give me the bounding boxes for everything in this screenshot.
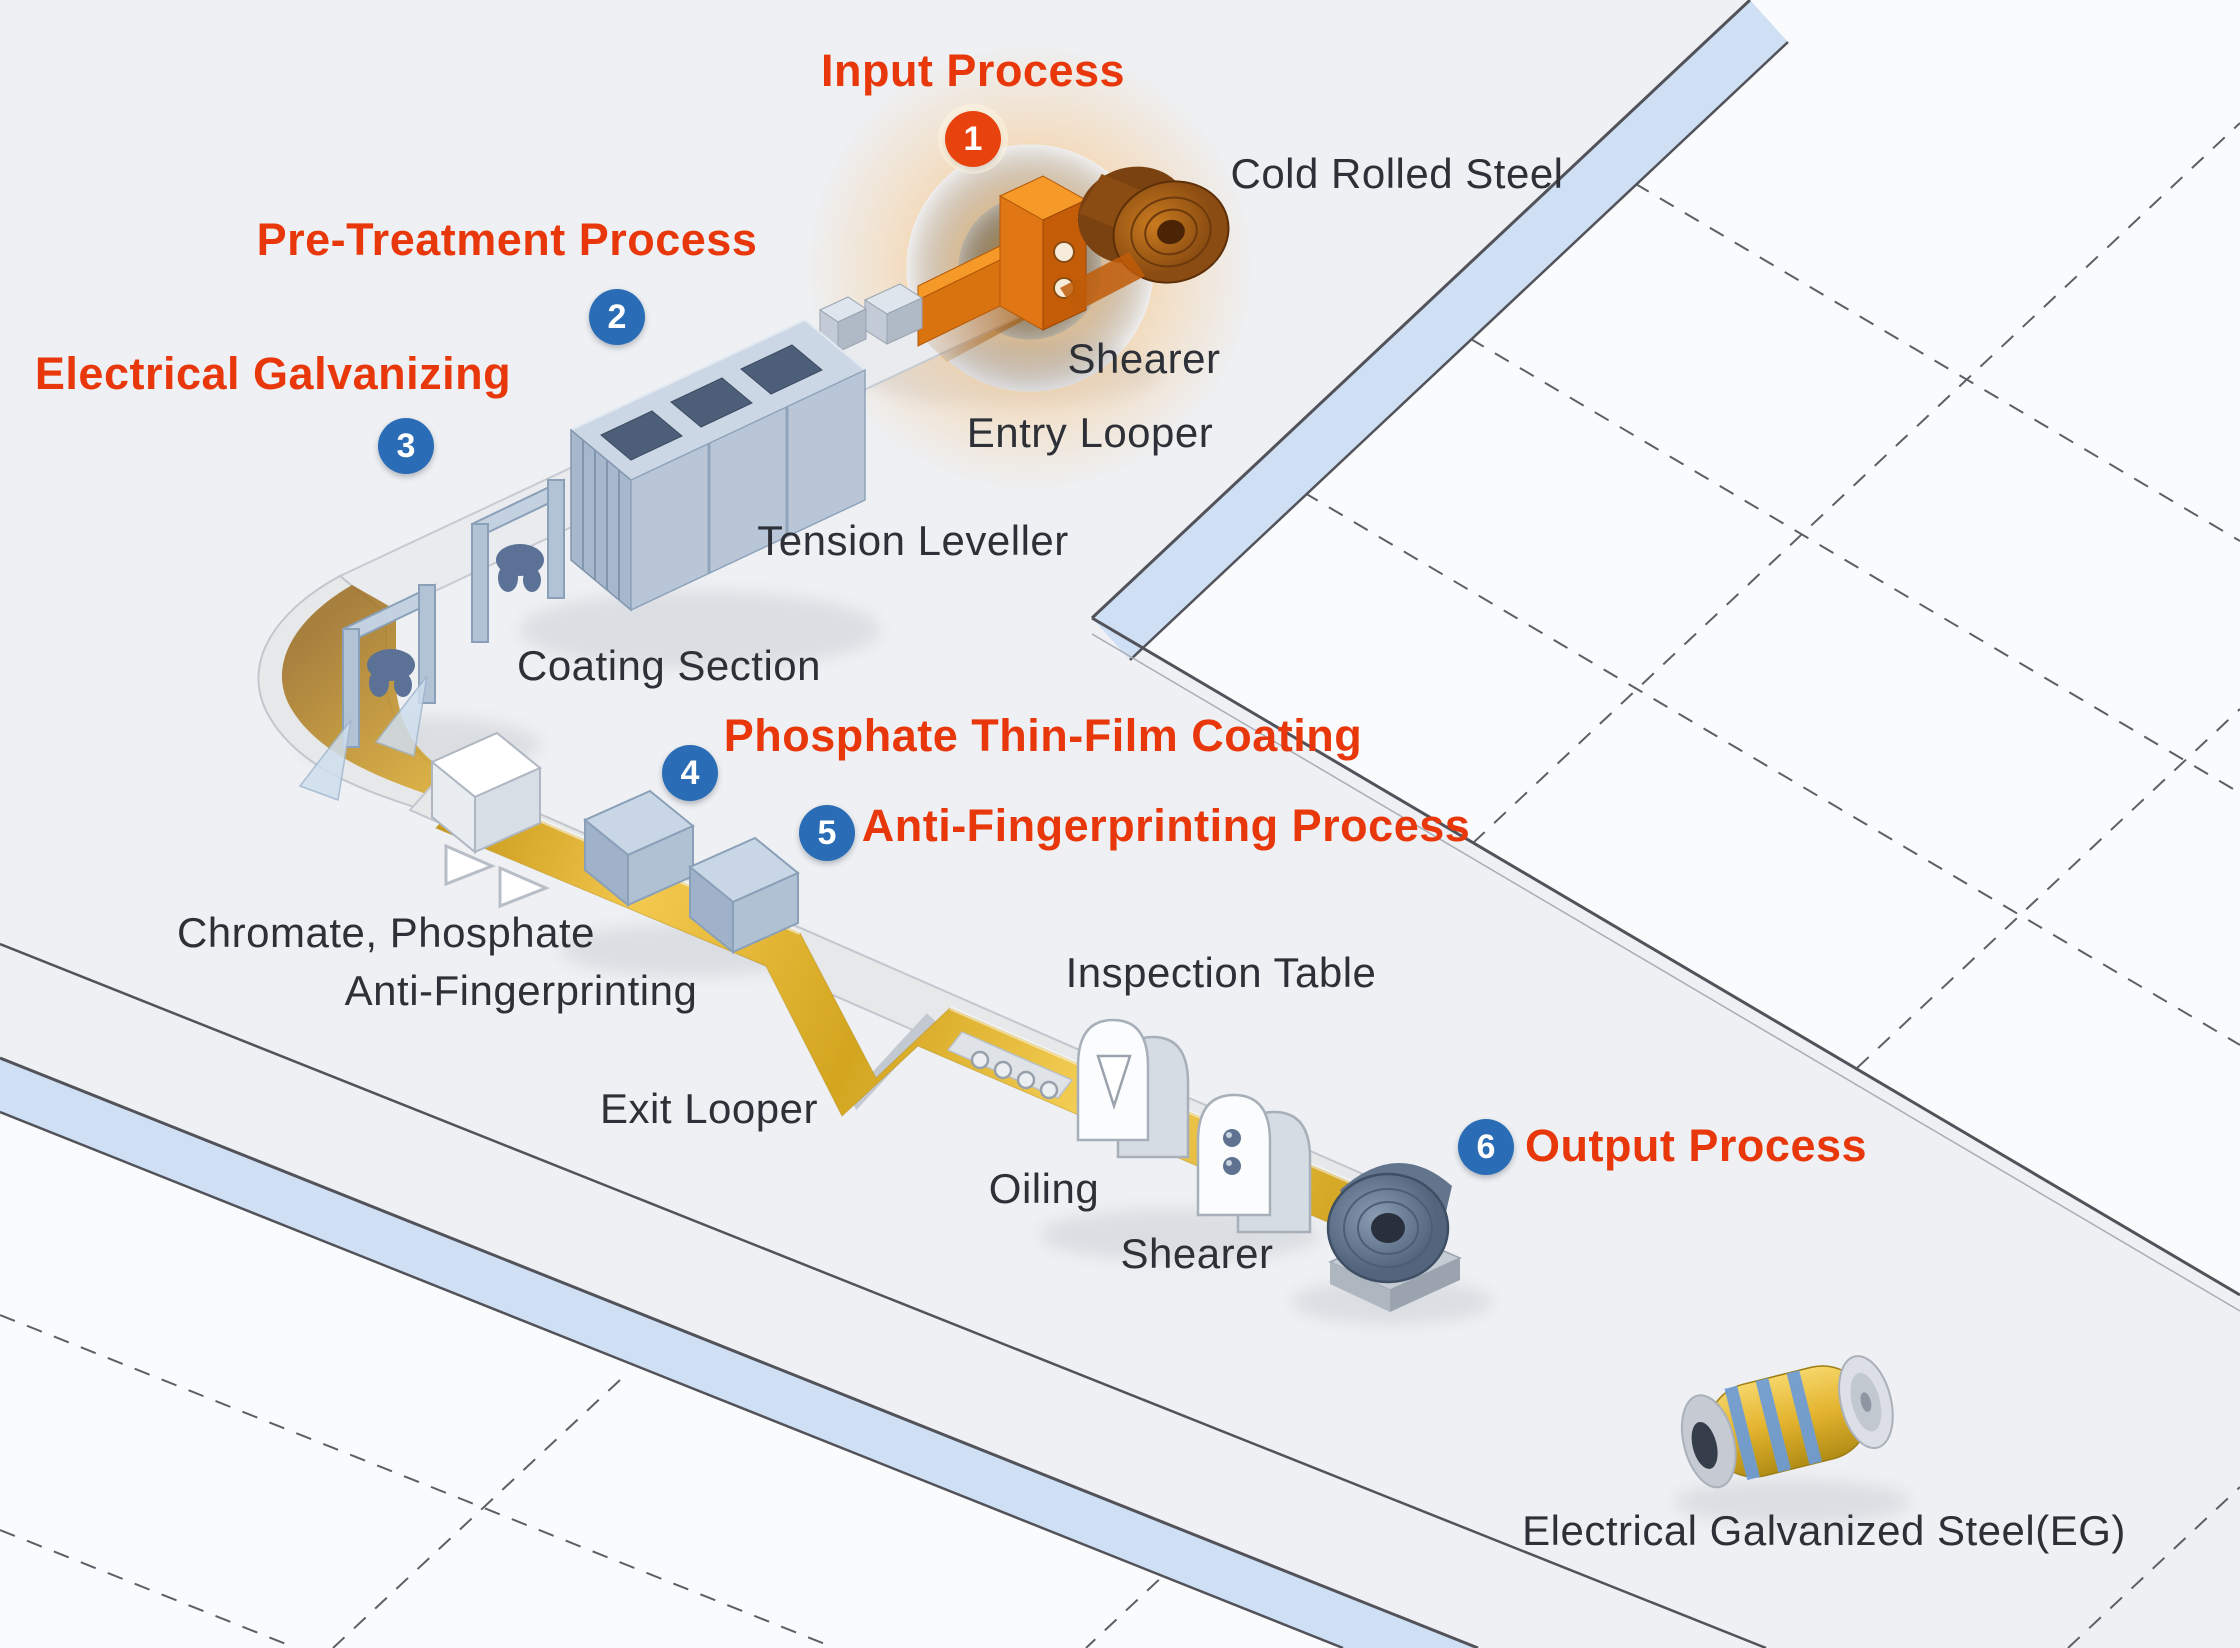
inspection-arches	[1076, 1018, 1312, 1234]
label-exit-looper: Exit Looper	[600, 1085, 818, 1132]
phosphate-coating-box	[583, 789, 695, 908]
label-coating-section: Coating Section	[516, 642, 822, 689]
label-inspection-table: Inspection Table	[1065, 949, 1377, 996]
step-label-phosphate-coating: Phosphate Thin-Film Coating	[723, 710, 1363, 761]
eg-steel-coil	[1680, 1355, 1894, 1489]
label-chromate-phosphate: Chromate, Phosphate	[176, 909, 596, 956]
label-shearer-exit: Shearer	[1120, 1230, 1274, 1277]
label-eg-output-product: Electrical Galvanized Steel(EG)	[1522, 1507, 2126, 1554]
cold-rolled-coil	[1077, 166, 1230, 284]
output-coiler	[1326, 1162, 1462, 1312]
spray-brush	[496, 544, 544, 592]
spray-brush	[367, 649, 415, 697]
tension-leveller-machine	[569, 318, 867, 612]
anti-fingerprint-coating-box	[688, 836, 800, 955]
funnel-marks	[444, 843, 550, 909]
step-label-electrical-galvanizing: Electrical Galvanizing	[34, 348, 512, 399]
label-oiling: Oiling	[988, 1165, 1100, 1212]
label-tension-leveller: Tension Leveller	[757, 517, 1069, 564]
step-label-output-process: Output Process	[1524, 1120, 1868, 1171]
step-badge-4: 4	[662, 745, 718, 801]
label-anti-fingerprinting: Anti-Fingerprinting	[344, 967, 698, 1014]
label-cold-rolled-steel: Cold Rolled Steel	[1230, 150, 1564, 197]
label-shearer-entry: Shearer	[1067, 335, 1221, 382]
shearer-roll-icons	[1223, 1129, 1241, 1175]
oiling-funnel-icon	[1096, 1054, 1132, 1111]
label-entry-looper: Entry Looper	[966, 409, 1214, 456]
uncoiler-machine	[818, 166, 1230, 353]
step-badge-5: 5	[799, 805, 855, 861]
step-label-pre-treatment: Pre-Treatment Process	[256, 214, 758, 265]
support-rollers	[946, 1031, 1074, 1100]
coating-gantries	[298, 478, 565, 802]
chromate-applicator-box	[430, 731, 542, 855]
step-badge-2: 2	[589, 289, 645, 345]
spray-fans	[298, 675, 428, 802]
step-label-input-process: Input Process	[820, 45, 1126, 96]
step-badge-1: 1	[945, 111, 1001, 167]
step-label-anti-fingerprinting: Anti-Fingerprinting Process	[861, 800, 1471, 851]
step-badge-6: 6	[1458, 1119, 1514, 1175]
step-badge-3: 3	[378, 418, 434, 474]
